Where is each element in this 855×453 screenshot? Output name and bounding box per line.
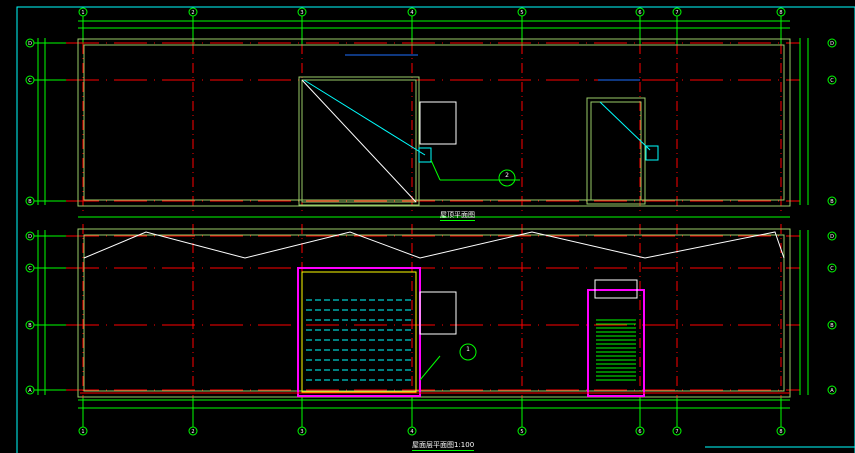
roof-drain [645, 145, 659, 161]
axis-row-bottom-right-B-circle [827, 320, 837, 330]
axis-top-1-label: 1 [81, 10, 84, 16]
roof-drain [418, 147, 432, 163]
axis-row-bottom-right-D-label: D [830, 234, 834, 240]
axis-bottom-3-label: 3 [300, 429, 303, 435]
slope-line [303, 79, 426, 156]
roof-vent-box-bottom [419, 291, 457, 335]
axis-row-top-right-C-circle [827, 75, 837, 85]
axis-bottom-4-label: 4 [410, 429, 413, 435]
top-plan-outer-wall [77, 38, 791, 207]
axis-bottom-7-label: 7 [675, 429, 678, 435]
bottom-plan-inner-wall [83, 234, 785, 392]
axis-bottom-8-label: 8 [779, 429, 782, 435]
axis-top-7-label: 7 [675, 10, 678, 16]
axis-row-top-right-B-label: B [830, 199, 834, 205]
bottom-plan-outer-wall [77, 228, 791, 398]
axis-row-top-left-C-label: C [28, 78, 32, 84]
leader [419, 355, 441, 381]
axis-row-top-left-D-label: D [28, 41, 32, 47]
axis-row-bottom-left-D-label: D [28, 234, 32, 240]
axis-bottom-6-label: 6 [638, 429, 641, 435]
axis-bottom-2-label: 2 [191, 429, 194, 435]
stair-core-left [297, 267, 421, 397]
stair-core-right [587, 289, 645, 397]
stair-roof-room-right-inner [590, 101, 642, 201]
detail-ref-bottom-circle [459, 343, 477, 361]
axis-top-5-label: 5 [520, 10, 523, 16]
axis-top-3-label: 3 [300, 10, 303, 16]
top-plan-title: 屋顶平面图 [440, 211, 475, 221]
stair-roof-room-left [298, 76, 420, 206]
stair-core-left-inner [301, 271, 417, 393]
axis-row-bottom-left-B-label: B [28, 323, 32, 329]
axis-row-top-right-D-circle [827, 38, 837, 48]
axis-row-bottom-left-A-label: A [28, 388, 32, 394]
axis-row-bottom-right-A-label: A [830, 388, 834, 394]
leader [430, 159, 441, 181]
roof-ridge-lines [83, 231, 785, 259]
sheet-frame [16, 6, 855, 453]
slope-line [599, 101, 651, 151]
axis-row-top-right-D-label: D [830, 41, 834, 47]
axis-row-bottom-right-A-circle [827, 385, 837, 395]
axis-row-top-right-B-circle [827, 196, 837, 206]
axis-row-top-left-B-label: B [28, 199, 32, 205]
bottom-plan-title: 屋面层平面图1:100 [412, 441, 475, 451]
stair-roof-room-right [586, 97, 646, 205]
axis-row-bottom-right-B-label: B [830, 323, 834, 329]
axis-bottom-5-label: 5 [520, 429, 523, 435]
axis-row-bottom-right-D-circle [827, 231, 837, 241]
axis-top-4-label: 4 [410, 10, 413, 16]
detail-ref-top-circle [498, 169, 516, 187]
axis-top-2-label: 2 [191, 10, 194, 16]
detail-ref-top: 2 [505, 172, 509, 179]
axis-row-bottom-right-C-circle [827, 263, 837, 273]
axis-row-bottom-left-C-label: C [28, 266, 32, 272]
stair-roof-room-left-inner [301, 79, 417, 203]
detail-ref-bottom: 1 [466, 346, 470, 353]
top-plan-inner-wall [83, 44, 785, 201]
stair-landing-right [594, 279, 638, 299]
axis-row-top-right-C-label: C [830, 78, 834, 84]
roof-vent-box [419, 101, 457, 145]
diagonal [301, 79, 417, 203]
axis-row-bottom-right-C-label: C [830, 266, 834, 272]
axis-bottom-1-label: 1 [81, 429, 84, 435]
axis-top-8-label: 8 [779, 10, 782, 16]
axis-top-6-label: 6 [638, 10, 641, 16]
